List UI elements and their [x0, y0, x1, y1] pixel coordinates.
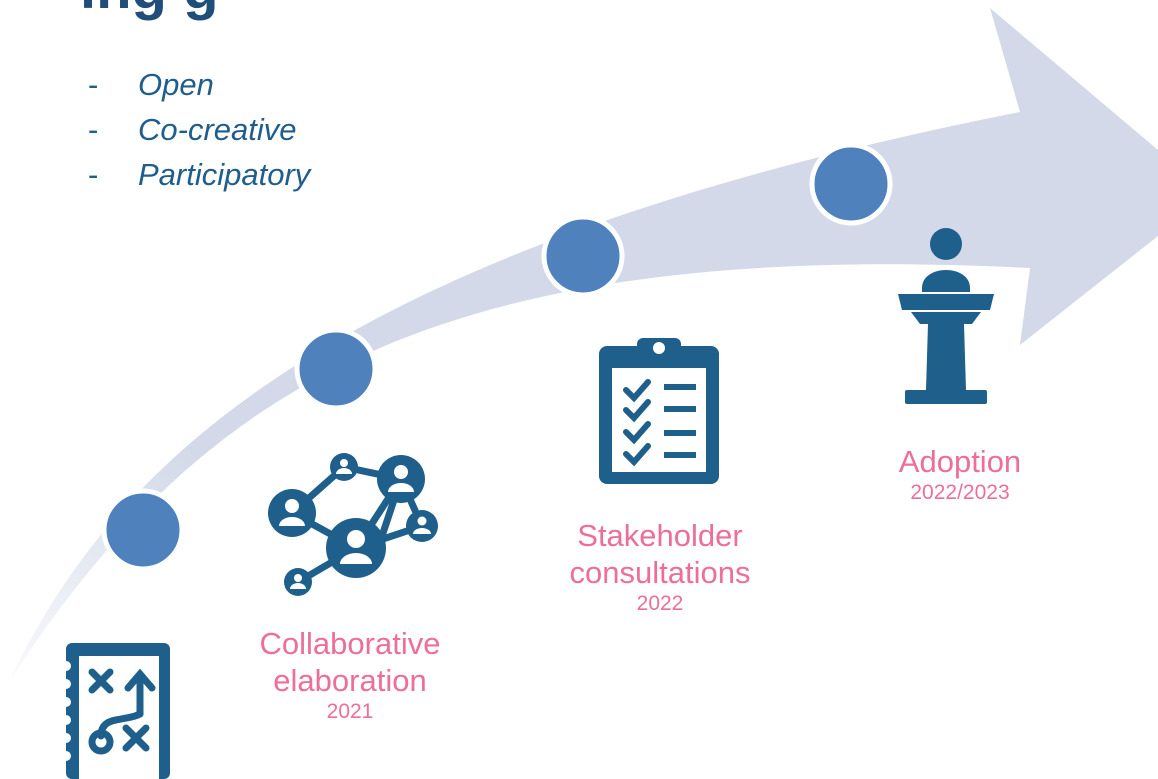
- milestone-label: Collaborative: [259, 626, 441, 661]
- clipboard-checklist-icon: [599, 338, 719, 484]
- milestone-year: 2022/2023: [910, 481, 1010, 504]
- bullet-co-creative: Co-creative: [88, 107, 310, 152]
- heading-fragment: ing g: [80, 0, 219, 18]
- podium-speaker-icon: [898, 228, 994, 404]
- timeline-dot: [101, 488, 185, 572]
- milestone-stakeholder-consultations: Stakeholder consultations 2022: [530, 517, 790, 617]
- milestone-collaborative-elaboration: Collaborative elaboration 2021: [220, 625, 480, 725]
- milestone-year: 2021: [326, 700, 374, 723]
- milestone-label: Adoption: [898, 444, 1022, 479]
- milestone-label: elaboration: [273, 663, 427, 698]
- bullet-participatory: Participatory: [88, 152, 310, 197]
- timeline-dot: [541, 214, 625, 298]
- strategy-plan-icon: [61, 643, 170, 779]
- timeline-dot: [294, 327, 378, 411]
- bullet-open: Open: [88, 62, 310, 107]
- timeline-dots: [101, 142, 893, 572]
- timeline-dot: [809, 142, 893, 226]
- milestone-label: consultations: [569, 555, 751, 590]
- milestone-adoption: Adoption 2022/2023: [830, 443, 1090, 506]
- network-people-icon: [268, 453, 438, 596]
- approach-bullets: Open Co-creative Participatory: [88, 62, 310, 197]
- milestone-label: Stakeholder: [577, 518, 743, 553]
- milestone-year: 2022: [636, 592, 684, 615]
